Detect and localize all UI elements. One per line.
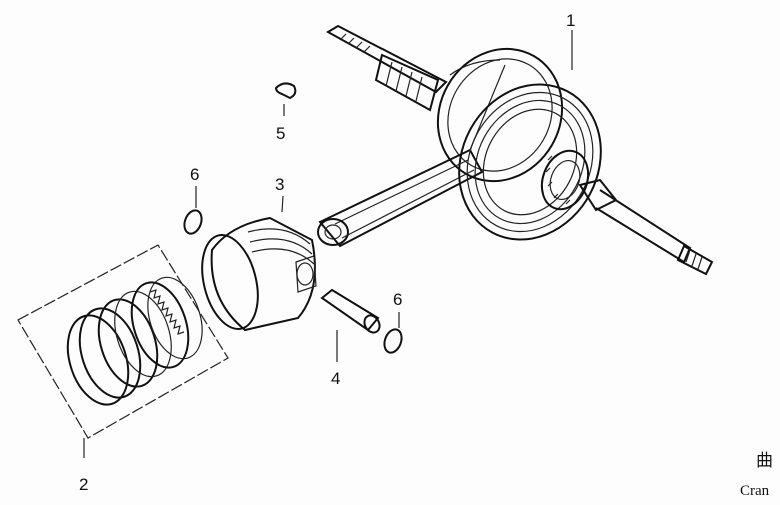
part-number-4: 4 [331, 369, 340, 388]
leader-lines [83, 30, 573, 458]
part-number-6-upper: 6 [190, 165, 199, 184]
crankshaft-rear-flywheel [436, 47, 564, 183]
caption-english: Cran [740, 483, 770, 499]
piston-pin-clip-lower [383, 328, 403, 354]
piston [201, 216, 317, 332]
piston-ring-set [17, 244, 229, 439]
part-number-5: 5 [276, 124, 285, 143]
leader-line-3 [281, 195, 284, 213]
crankshaft-left-shaft [326, 24, 448, 112]
piston-pin [320, 288, 381, 334]
connecting-rod [317, 148, 484, 248]
caption-chinese: 曲 [756, 451, 773, 470]
crankshaft-key [274, 82, 297, 100]
piston-pin-clip-upper [183, 209, 203, 235]
part-number-1: 1 [566, 11, 575, 30]
part-number-6-lower: 6 [393, 290, 402, 309]
part-number-3: 3 [275, 175, 284, 194]
part-number-2: 2 [79, 475, 88, 494]
crankshaft-right-shaft [578, 178, 714, 276]
crankshaft-front-flywheel [458, 83, 602, 241]
crankshaft-assembly [317, 24, 714, 276]
ring-set-frame [17, 244, 229, 439]
